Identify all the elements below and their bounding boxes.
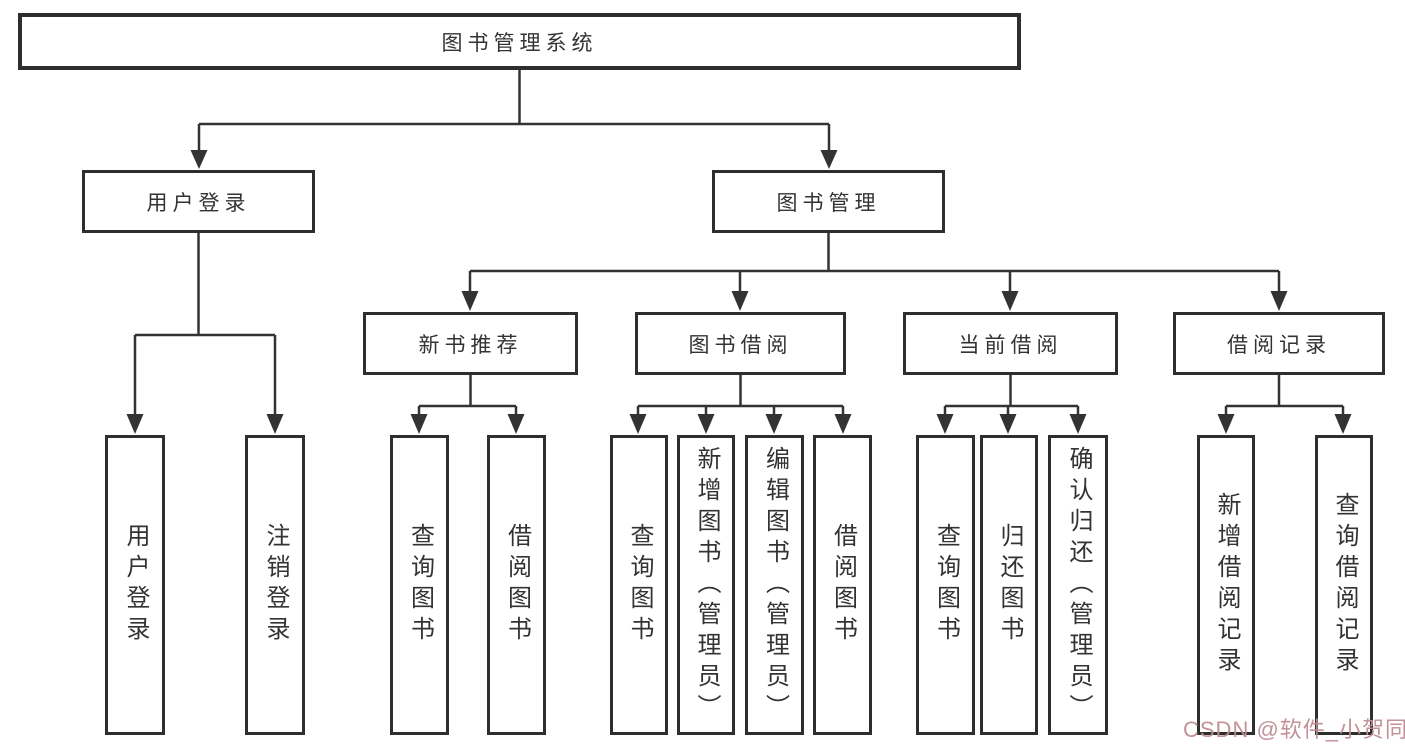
leaf-borrow-add-books-admin: 新增图书（管理员） [677,435,735,735]
leaf-records-add-record: 新增借阅记录 [1197,435,1255,735]
connector-book-management [468,232,1281,293]
connector-current-borrow [943,374,1080,416]
node-user-login: 用户登录 [82,170,315,233]
node-borrow-records: 借阅记录 [1173,312,1385,375]
leaf-records-query-record: 查询借阅记录 [1315,435,1373,735]
node-book-borrow: 图书借阅 [635,312,846,375]
leaf-borrow-edit-books-admin: 编辑图书（管理员） [745,435,804,735]
leaf-current-confirm-return-admin: 确认归还（管理员） [1048,435,1108,735]
leaf-borrow-borrow-books: 借阅图书 [813,435,872,735]
connector-book-borrow [636,374,845,416]
leaf-current-return-books: 归还图书 [980,435,1038,735]
leaf-user-login: 用户登录 [105,435,165,735]
node-current-borrow: 当前借阅 [903,312,1118,375]
connector-user-login [133,232,277,416]
arrowheads [126,150,1352,434]
node-new-book-recommend: 新书推荐 [363,312,578,375]
leaf-current-query-books: 查询图书 [916,435,975,735]
leaf-borrow-query-books: 查询图书 [610,435,668,735]
node-root: 图书管理系统 [18,13,1021,70]
connector-root [197,69,831,152]
connector-new-book-recommend [417,374,518,416]
watermark: CSDN @软件_小贺同学 [1183,717,1405,742]
leaf-recommend-query-books: 查询图书 [390,435,449,735]
leaf-logout: 注销登录 [245,435,305,735]
node-book-management: 图书管理 [712,170,945,233]
connector-borrow-records [1224,374,1345,416]
leaf-recommend-borrow-books: 借阅图书 [487,435,546,735]
